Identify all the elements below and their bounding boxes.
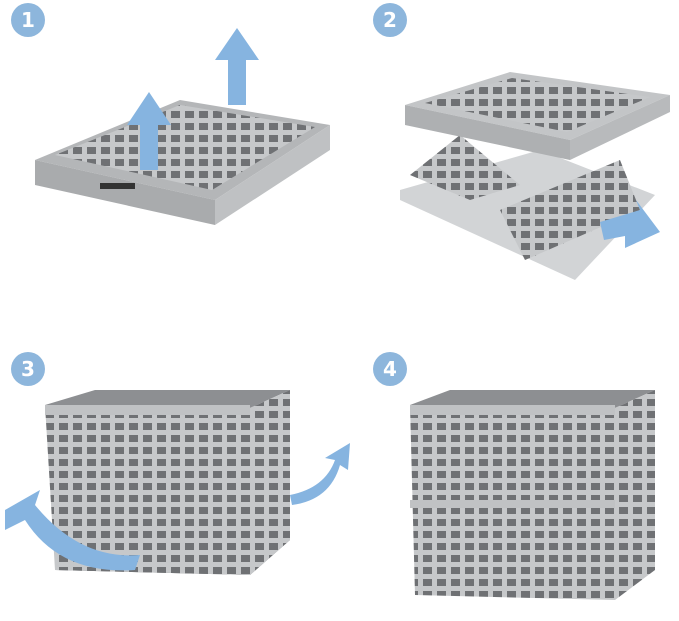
step-1-folded-crate: [35, 100, 330, 225]
rotate-arrow-icon: [5, 443, 350, 571]
step-2-unfolding-crate: [400, 72, 670, 280]
step-badge-1: 1: [11, 3, 45, 37]
step-badge-4: 4: [373, 352, 407, 386]
step-badge-3: 3: [11, 352, 45, 386]
right-arrow-icon: [600, 200, 660, 248]
step-badge-2: 2: [373, 3, 407, 37]
up-arrow-icon: [127, 28, 259, 170]
step-4-assembled-crate: [410, 390, 655, 600]
